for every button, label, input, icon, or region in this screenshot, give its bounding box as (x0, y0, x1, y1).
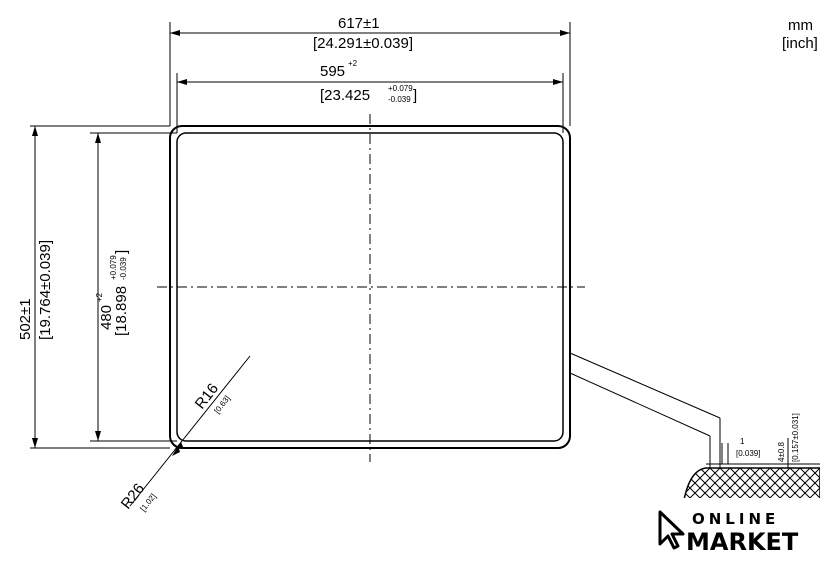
cutout-width-inch-tol-lower: -0.039 (388, 95, 411, 104)
edge-thickness-inch-label: [0.039] (736, 449, 760, 458)
cutout-width-label: 595 (320, 63, 345, 80)
technical-drawing: 617±1 [24.291±0.039] 595 +2 [23.425 +0.0… (20, 18, 820, 548)
edge-thickness-label: 1 (740, 437, 745, 446)
cutout-height-inch-tol-lower: -0.039 (119, 257, 128, 280)
overall-width-dimension: 617±1 [24.291±0.039] (169, 18, 571, 126)
overall-width-label: 617±1 (338, 18, 380, 32)
cutout-height-tol: +2 (95, 292, 104, 302)
overall-height-dimension: 502±1 [19.764±0.039] (20, 125, 170, 449)
cutout-height-inch-close: ] (113, 250, 130, 254)
section-detail: 1 [0.039] 4±0.8 [0.157±0.031] (569, 352, 820, 501)
logo-text-top: ONLINE (692, 510, 780, 528)
units-mm: mm (788, 18, 813, 34)
worktop-thickness-inch-label: [0.157±0.031] (791, 413, 800, 462)
worktop-section (683, 467, 820, 501)
cutout-height-inch-main: [18.898 (113, 286, 130, 336)
cutout-height-label: 480 (98, 305, 115, 330)
cutout-width-inch-main: [23.425 (320, 87, 370, 104)
cutout-height-dimension: 480 +2 [18.898 +0.079 -0.039 ] (90, 132, 177, 442)
cutout-width-inch-close: ] (413, 87, 417, 104)
logo-text-bottom: MARKET (686, 528, 799, 556)
overall-width-inch-label: [24.291±0.039] (313, 35, 413, 52)
cursor-icon (658, 510, 685, 550)
cutout-height-inch-tol-upper: +0.079 (109, 255, 118, 280)
units-inch: [inch] (782, 35, 818, 52)
overall-height-inch-label: [19.764±0.039] (37, 240, 54, 340)
cutout-width-dimension: 595 +2 [23.425 +0.079 -0.039 ] (176, 59, 564, 133)
online-market-logo: ONLINE MARKET (652, 498, 820, 556)
cutout-width-inch-tol-upper: +0.079 (388, 84, 413, 93)
overall-height-label: 502±1 (20, 298, 34, 340)
cutout-width-tol: +2 (348, 59, 358, 68)
worktop-thickness-label: 4±0.8 (777, 441, 786, 462)
